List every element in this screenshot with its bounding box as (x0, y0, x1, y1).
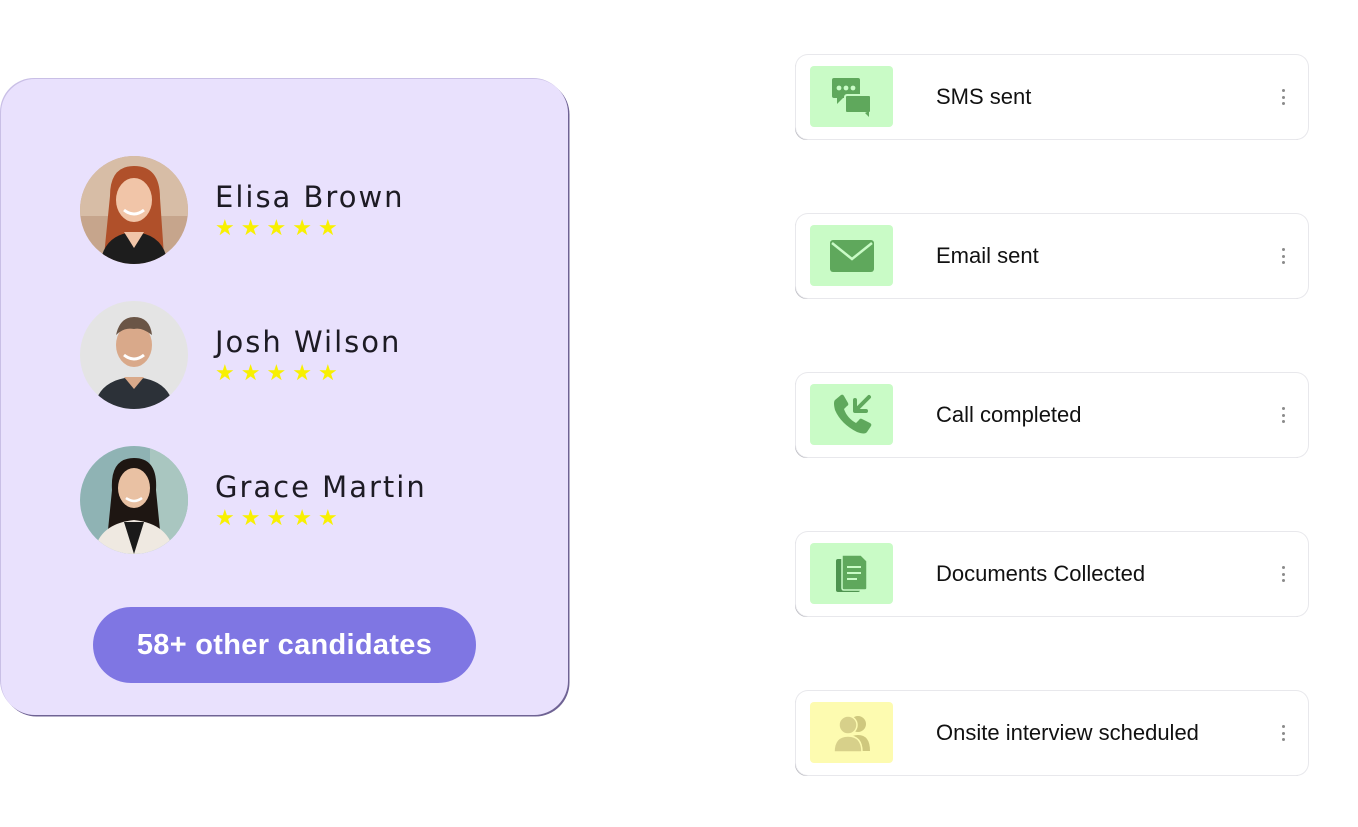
avatar (80, 446, 188, 554)
activity-item-email[interactable]: Email sent (796, 214, 1308, 298)
candidate-name: Grace Martin (215, 470, 427, 504)
activity-item-call[interactable]: Call completed (796, 373, 1308, 457)
activity-label: Onsite interview scheduled (936, 720, 1199, 745)
star-icon: ★ (215, 361, 235, 386)
more-options-icon[interactable] (1280, 407, 1286, 423)
star-icon: ★ (215, 506, 235, 531)
activity-label: SMS sent (936, 84, 1032, 109)
star-rating: ★ ★ ★ ★ ★ (215, 218, 405, 240)
more-options-icon[interactable] (1280, 566, 1286, 582)
activity-item-sms[interactable]: SMS sent (796, 55, 1308, 139)
star-icon: ★ (215, 216, 235, 241)
envelope-icon (810, 225, 893, 286)
star-icon: ★ (266, 506, 287, 531)
star-icon: ★ (266, 361, 287, 386)
activity-label: Email sent (936, 243, 1039, 268)
avatar (80, 156, 188, 264)
incoming-call-icon (810, 384, 893, 445)
star-icon: ★ (240, 361, 261, 386)
candidate-row[interactable]: Elisa Brown ★ ★ ★ ★ ★ (80, 156, 405, 264)
star-icon: ★ (317, 216, 338, 241)
candidate-row[interactable]: Josh Wilson ★ ★ ★ ★ ★ (80, 301, 401, 409)
candidates-card: Elisa Brown ★ ★ ★ ★ ★ Josh Wilson (1, 79, 568, 715)
star-icon: ★ (292, 361, 312, 386)
star-rating: ★ ★ ★ ★ ★ (215, 508, 427, 530)
activity-label: Call completed (936, 402, 1082, 427)
more-options-icon[interactable] (1280, 248, 1286, 264)
avatar (80, 301, 188, 409)
more-options-icon[interactable] (1280, 725, 1286, 741)
more-options-icon[interactable] (1280, 89, 1286, 105)
candidate-name: Josh Wilson (215, 325, 402, 359)
candidate-row[interactable]: Grace Martin ★ ★ ★ ★ ★ (80, 446, 427, 554)
candidate-name: Elisa Brown (215, 180, 405, 214)
star-icon: ★ (240, 506, 261, 531)
star-rating: ★ ★ ★ ★ ★ (215, 363, 401, 385)
activity-item-interview[interactable]: Onsite interview scheduled (796, 691, 1308, 775)
star-icon: ★ (292, 506, 312, 531)
star-icon: ★ (317, 506, 338, 531)
other-candidates-button[interactable]: 58+ other candidates (93, 607, 476, 683)
activity-item-documents[interactable]: Documents Collected (796, 532, 1308, 616)
star-icon: ★ (317, 361, 338, 386)
documents-icon (810, 543, 893, 604)
star-icon: ★ (292, 216, 312, 241)
activity-label: Documents Collected (936, 561, 1146, 586)
sms-chat-icon (810, 66, 893, 127)
star-icon: ★ (240, 216, 261, 241)
star-icon: ★ (266, 216, 287, 241)
people-icon (810, 702, 893, 763)
